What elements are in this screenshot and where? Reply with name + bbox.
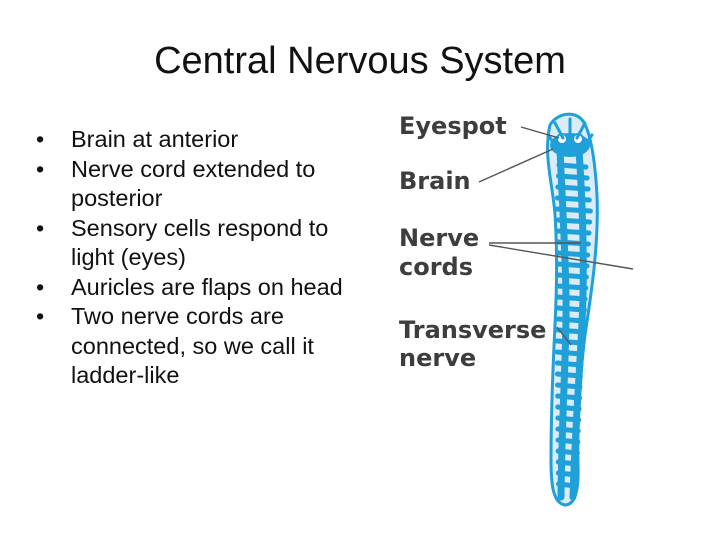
label-transverse-line1: Transverse	[399, 316, 547, 344]
nerve-cord-leader-lower	[488, 244, 634, 270]
bullet-item-nerve-cord: Nerve cord extended to posterior	[36, 155, 376, 214]
eyespot-leader	[520, 126, 560, 139]
head-nerve-branches	[546, 117, 594, 147]
planarian-illustration	[478, 112, 634, 507]
bullet-list: Brain at anterior Nerve cord extended to…	[36, 125, 376, 391]
label-eyespot: Eyespot	[399, 112, 507, 140]
bullet-item-sensory-cells: Sensory cells respond to light (eyes)	[36, 214, 376, 273]
right-nerve-cord	[569, 146, 587, 501]
bullet-item-ladder: Two nerve cords are connected, so we cal…	[36, 302, 376, 391]
brain-leader	[478, 148, 554, 183]
leader-lines	[478, 126, 634, 346]
transverse-nerve-leader	[556, 326, 572, 346]
label-brain: Brain	[399, 167, 471, 195]
bullet-item-auricles: Auricles are flaps on head	[36, 273, 376, 303]
label-transverse-line2: nerve	[399, 344, 477, 372]
planarian-nervous-system-diagram: Eyespot Brain Nerve cords Transverse ner…	[385, 105, 685, 510]
bullet-item-brain: Brain at anterior	[36, 125, 376, 155]
slide-title: Central Nervous System	[154, 40, 566, 82]
label-nerve-cords-line1: Nerve	[399, 224, 480, 252]
left-nerve-cord	[556, 146, 570, 501]
label-nerve-cords-line2: cords	[399, 253, 474, 281]
